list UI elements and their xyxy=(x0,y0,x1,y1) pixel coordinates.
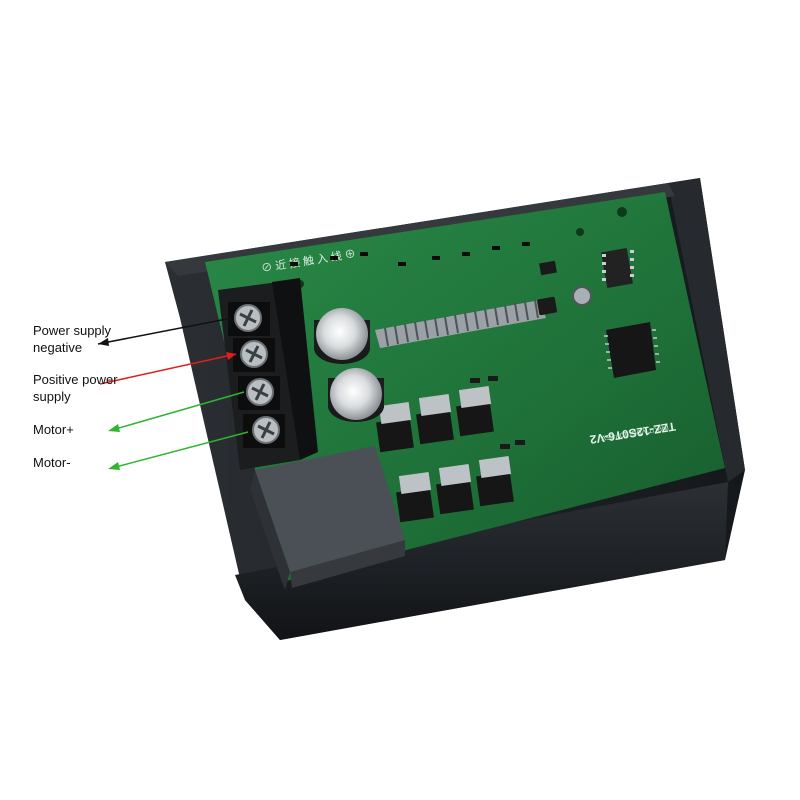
screw-terminal-4 xyxy=(243,414,285,448)
motor-minus-label: Motor- xyxy=(33,455,71,470)
screw-terminal-1 xyxy=(228,302,270,336)
motor-plus-arrow xyxy=(111,391,245,431)
capacitor-lower xyxy=(328,368,384,422)
mosfet-row-lower xyxy=(396,455,514,523)
screw-terminal-3 xyxy=(238,376,280,410)
power-supply-negative-label-line2: negative xyxy=(33,340,83,355)
power-supply-negative-label: Power supply xyxy=(33,323,112,338)
header-pins xyxy=(375,299,546,348)
motor-plus-label: Motor+ xyxy=(33,422,74,437)
screw-terminal-2 xyxy=(233,338,275,372)
microcontroller-chip xyxy=(604,322,660,378)
terminal-block xyxy=(218,278,318,470)
capacitor-upper xyxy=(314,308,370,364)
positive-power-supply-label: Positive power xyxy=(33,372,118,387)
motor-minus-arrow xyxy=(111,431,249,469)
positive-power-supply-label-line2: supply xyxy=(33,389,71,404)
positive-wire-arrow xyxy=(99,353,237,385)
mosfet-row-upper xyxy=(376,385,494,453)
gray-housing-block xyxy=(250,446,405,590)
wire-arrows xyxy=(97,317,249,470)
negative-wire-arrow xyxy=(97,317,233,345)
